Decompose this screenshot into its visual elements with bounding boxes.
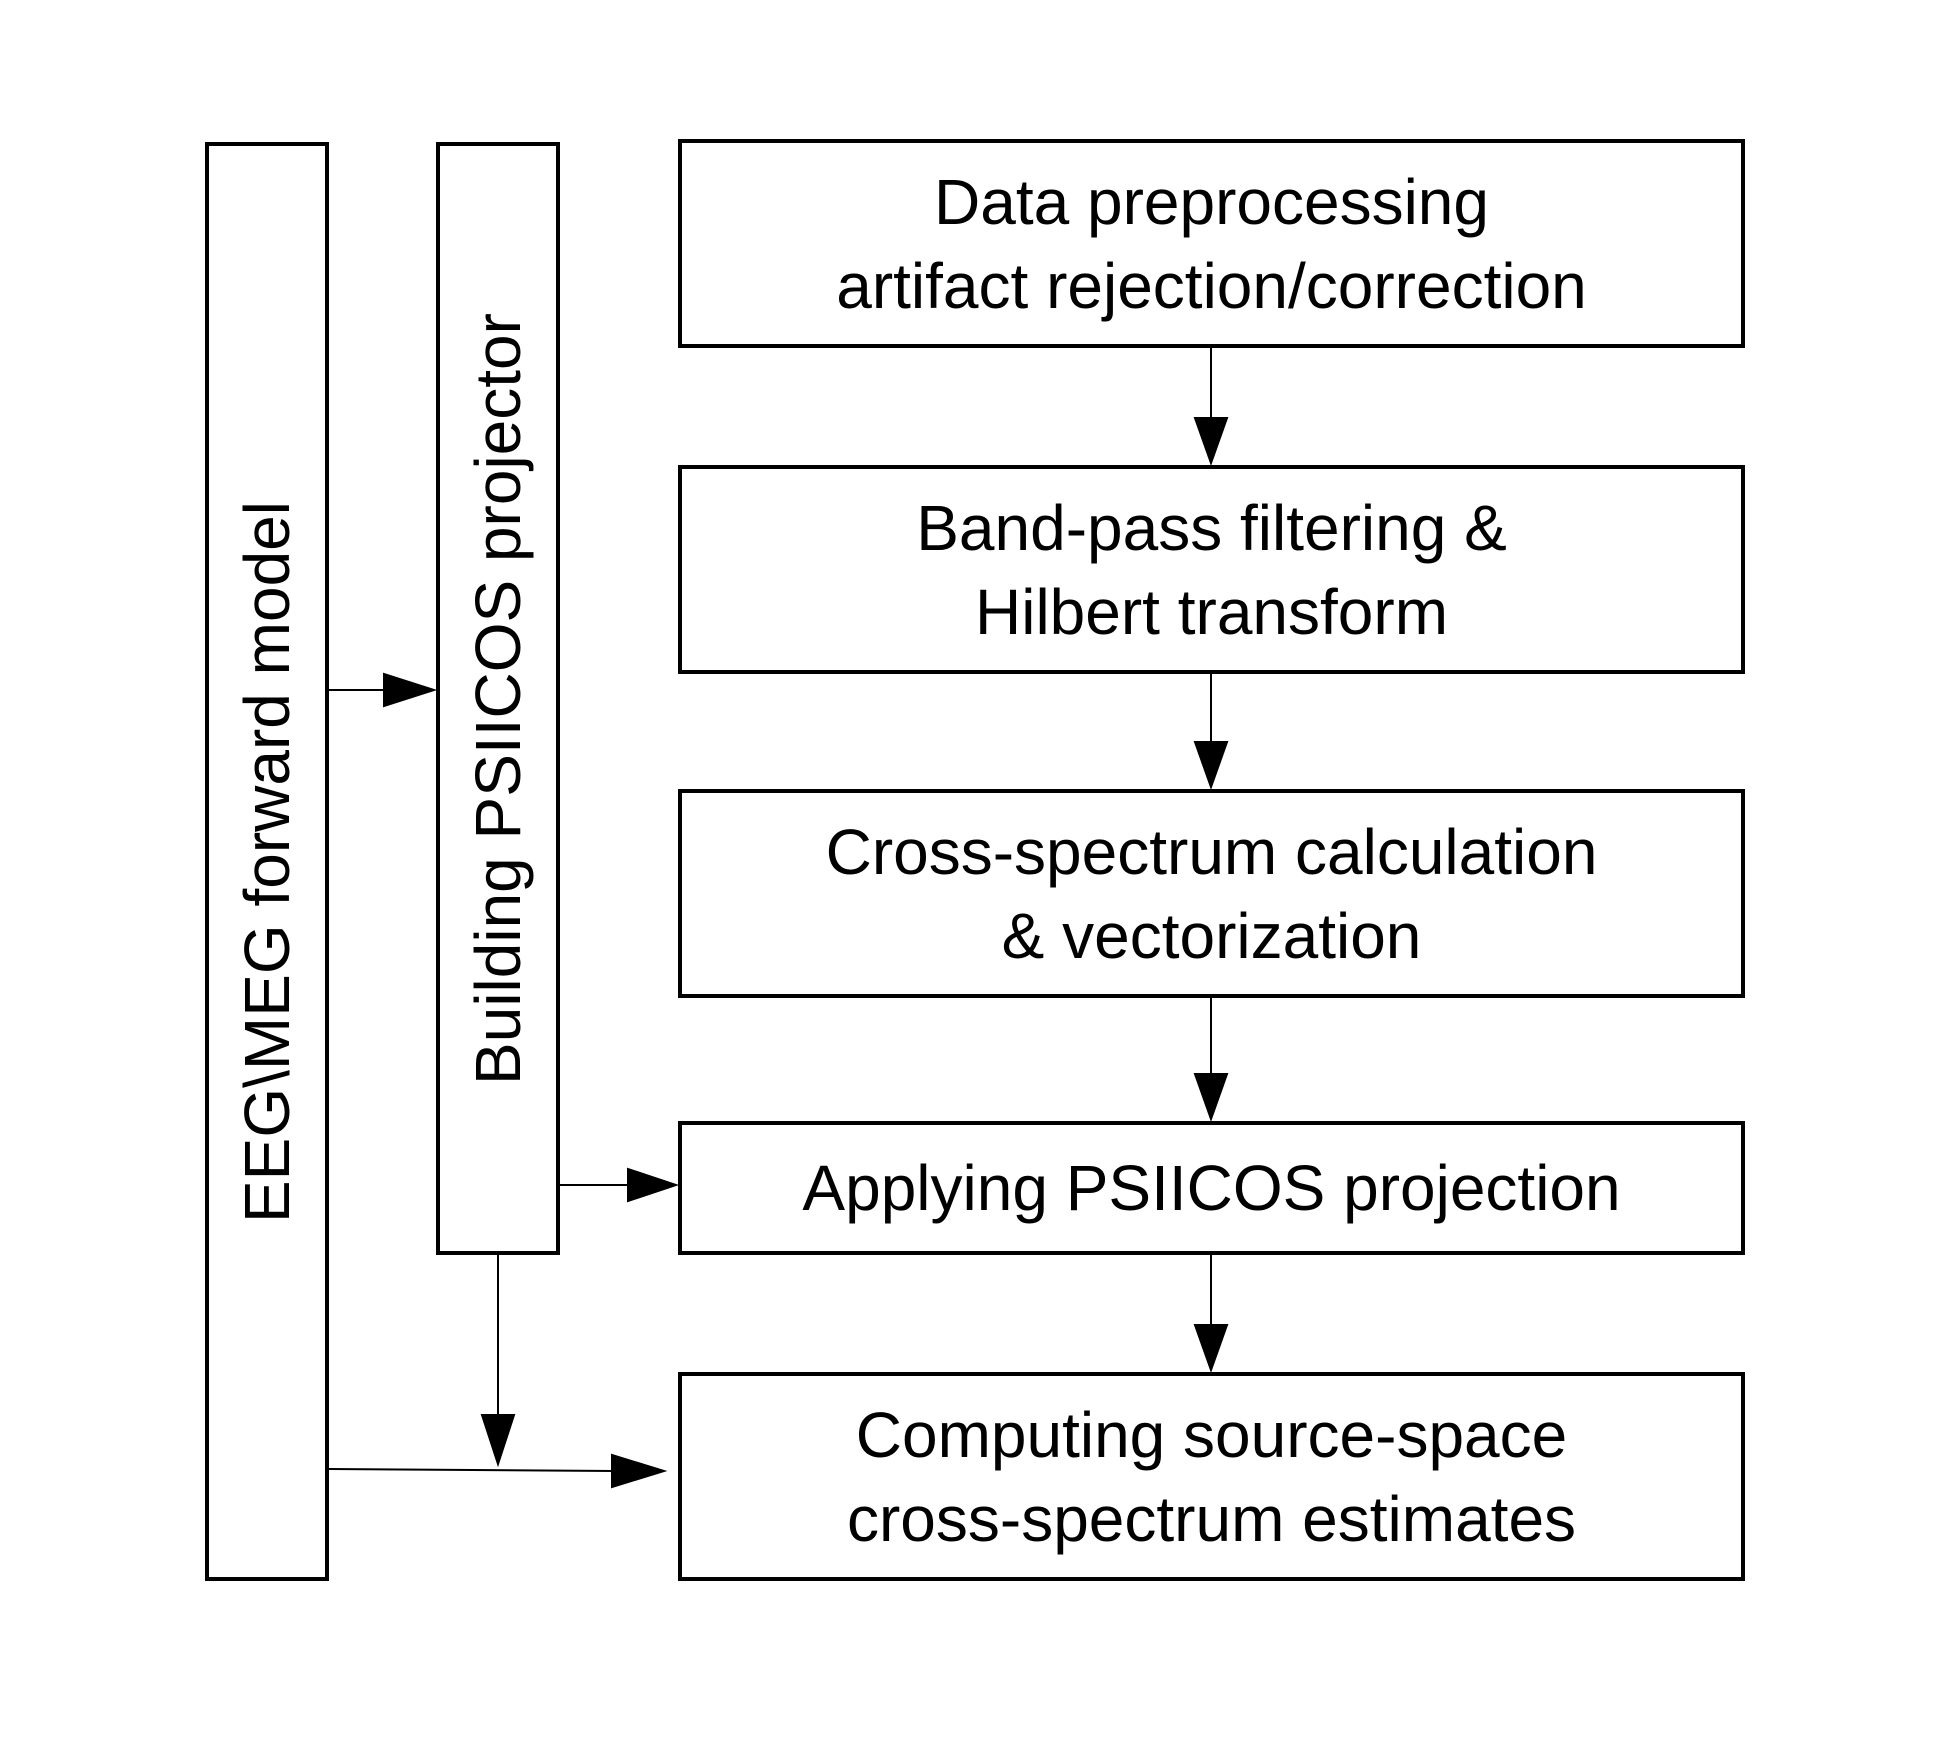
- data-preprocessing-box: Data preprocessing artifact rejection/co…: [678, 139, 1745, 348]
- applying-projection-line1: Applying PSIICOS projection: [802, 1152, 1621, 1224]
- arrowhead-projector-to-applying: [627, 1167, 680, 1203]
- applying-projection-box: Applying PSIICOS projection: [678, 1121, 1745, 1255]
- cross-spectrum-calculation-box: Cross-spectrum calculation & vectorizati…: [678, 789, 1745, 998]
- source-space-estimates-line1: Computing source-space: [855, 1398, 1568, 1471]
- band-pass-filtering-line2: Hilbert transform: [975, 575, 1448, 648]
- arrowhead-step3-to-step4: [1193, 1073, 1229, 1122]
- arrowhead-step4-to-step5: [1193, 1324, 1229, 1373]
- data-preprocessing-line2: artifact rejection/correction: [836, 249, 1587, 322]
- arrowhead-forward-model-to-estimates: [611, 1453, 668, 1489]
- source-space-estimates-box: Computing source-space cross-spectrum es…: [678, 1372, 1745, 1581]
- data-preprocessing-line1: Data preprocessing: [934, 165, 1489, 238]
- arrow-forward-model-to-estimates: [328, 1468, 615, 1472]
- band-pass-filtering-box: Band-pass filtering & Hilbert transform: [678, 465, 1745, 674]
- cross-spectrum-calculation-line1: Cross-spectrum calculation: [825, 815, 1598, 888]
- arrowhead-projector-down: [480, 1414, 516, 1468]
- arrowhead-forward-model-to-projector: [383, 672, 438, 708]
- band-pass-filtering-line1: Band-pass filtering &: [916, 491, 1507, 564]
- arrowhead-step2-to-step3: [1193, 741, 1229, 790]
- cross-spectrum-calculation-line2: & vectorization: [1001, 899, 1422, 972]
- source-space-estimates-line2: cross-spectrum estimates: [846, 1482, 1577, 1555]
- psiicos-projector-block: Building PSIICOS projector: [436, 142, 560, 1255]
- arrowhead-step1-to-step2: [1193, 417, 1229, 466]
- forward-model-block: EEG\MEG forward model: [205, 142, 329, 1581]
